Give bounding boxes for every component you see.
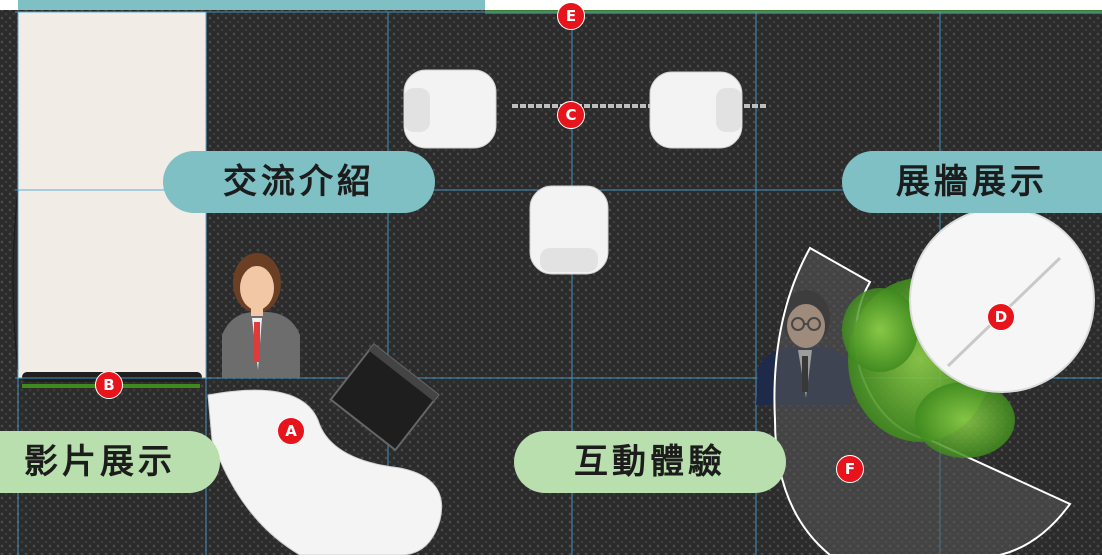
zone-label-video-display: 影片展示	[0, 431, 220, 493]
armchair-left	[403, 69, 497, 149]
zone-label-interactive: 互動體驗	[514, 431, 786, 493]
round-table	[909, 207, 1095, 393]
marker-c: C	[557, 101, 585, 129]
marker-a: A	[277, 417, 305, 445]
armchair-bottom	[529, 185, 609, 275]
marker-e: E	[557, 2, 585, 30]
display-screen	[329, 342, 440, 452]
zone-label-exchange: 交流介紹	[163, 151, 435, 213]
marker-f: F	[836, 455, 864, 483]
zone-label-wall-display: 展牆展示	[842, 151, 1102, 213]
header-strip	[18, 0, 485, 10]
armchair-right	[649, 71, 743, 149]
curved-counter	[207, 389, 443, 556]
marker-b: B	[95, 371, 123, 399]
female-host-figure	[222, 253, 300, 378]
plant-cluster	[842, 278, 1015, 458]
marker-d: D	[987, 303, 1015, 331]
